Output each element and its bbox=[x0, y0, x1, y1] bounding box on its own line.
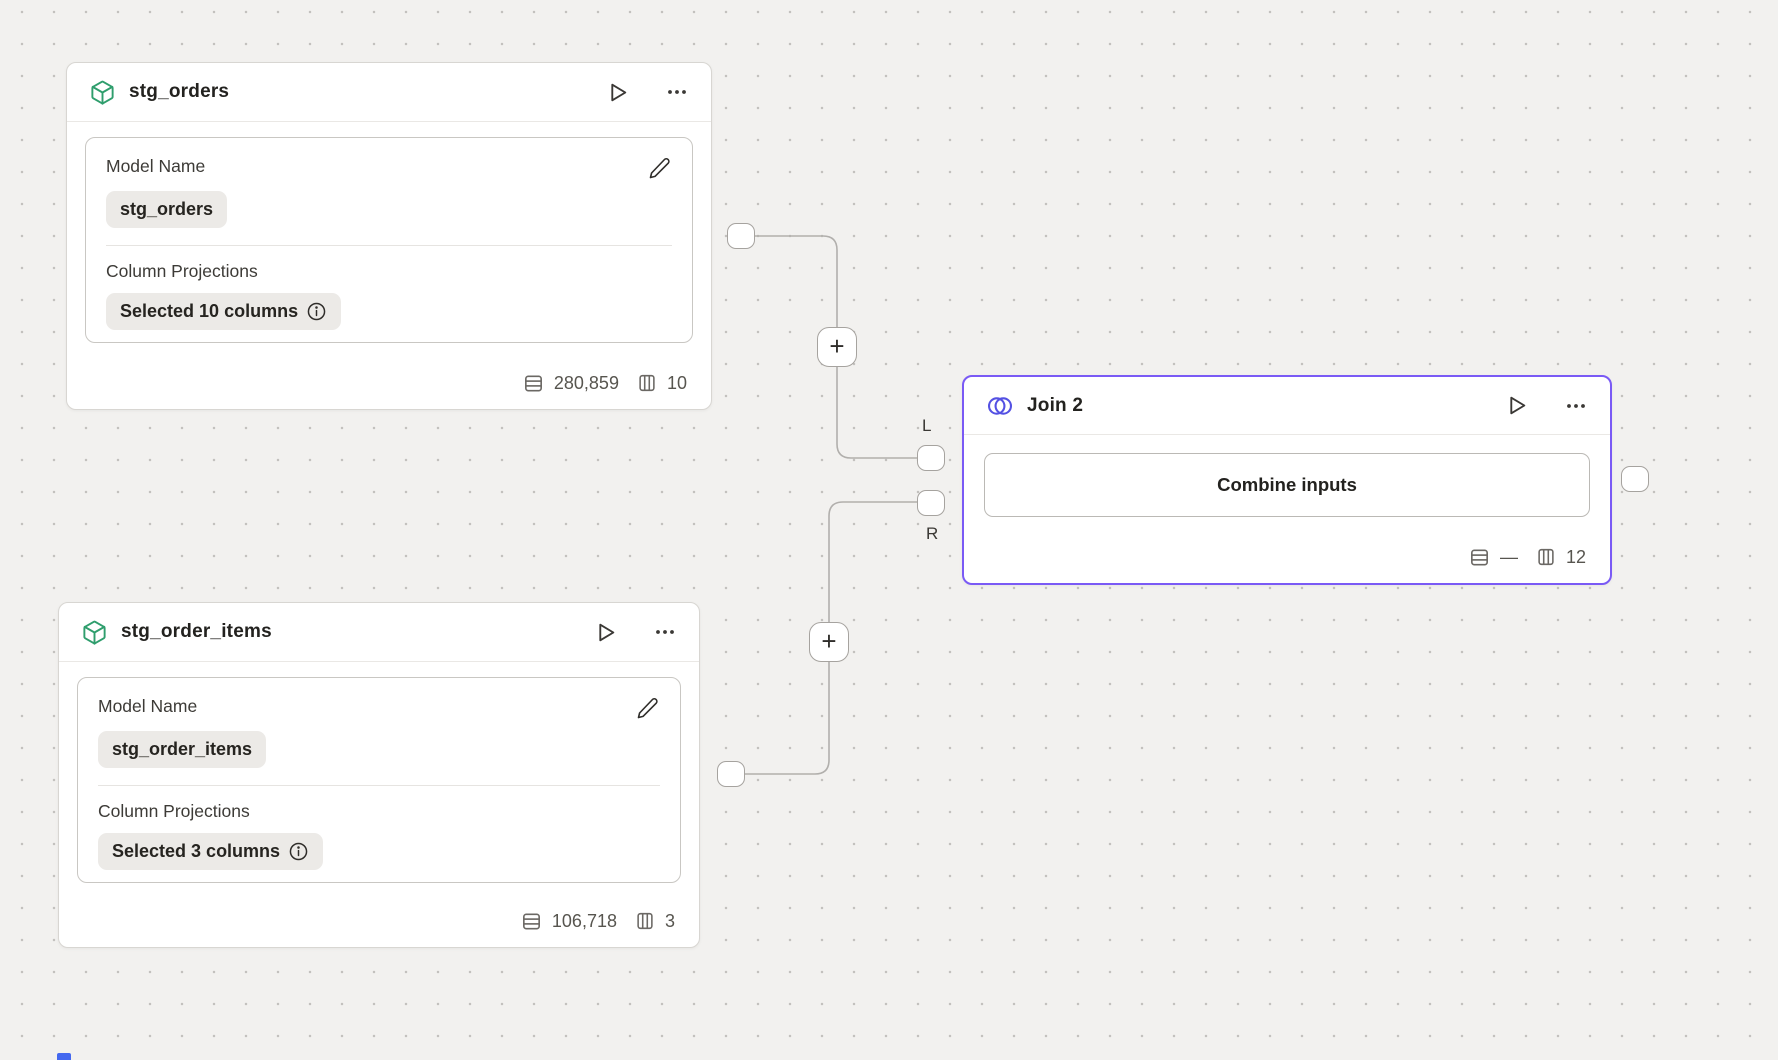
add-step-button-top-edge[interactable]: + bbox=[817, 327, 857, 367]
column-projections-pill[interactable]: Selected 3 columns bbox=[98, 833, 324, 870]
input-port-join-right[interactable] bbox=[917, 490, 945, 516]
column-count: 12 bbox=[1565, 546, 1586, 567]
node-stg-order-items-header: stg_order_items bbox=[59, 603, 699, 662]
run-node-button[interactable] bbox=[605, 80, 630, 105]
pencil-icon bbox=[637, 698, 658, 719]
row-count: 280,859 bbox=[553, 372, 619, 393]
ellipsis-icon bbox=[668, 90, 686, 94]
model-cube-icon bbox=[91, 80, 114, 105]
info-icon[interactable] bbox=[288, 841, 309, 862]
pencil-icon bbox=[649, 158, 670, 179]
node-menu-button[interactable] bbox=[653, 620, 677, 644]
row-count-icon bbox=[524, 374, 542, 392]
node-stg-orders-header: stg_orders bbox=[67, 63, 711, 122]
column-projections-label: Column Projections bbox=[106, 261, 258, 281]
node-join-header: Join 2 bbox=[964, 377, 1610, 435]
output-port-stg-order-items[interactable] bbox=[717, 761, 745, 787]
combine-inputs-label: Combine inputs bbox=[1217, 474, 1357, 495]
info-icon[interactable] bbox=[306, 301, 327, 322]
row-count-icon bbox=[1470, 548, 1488, 566]
node-stats-footer: 280,859 10 bbox=[522, 365, 687, 401]
node-join-2[interactable]: Join 2 Combine inputs — bbox=[962, 375, 1612, 585]
model-name-label: Model Name bbox=[98, 696, 198, 716]
node-config-card: Model Name stg_order_items Column Projec… bbox=[77, 677, 681, 883]
left-port-label: L bbox=[922, 416, 932, 435]
node-menu-button[interactable] bbox=[1564, 394, 1588, 418]
output-port-join[interactable] bbox=[1621, 466, 1649, 492]
column-count-icon bbox=[639, 374, 655, 392]
output-port-stg-orders[interactable] bbox=[727, 223, 755, 249]
input-port-join-left[interactable] bbox=[917, 445, 945, 471]
ellipsis-icon bbox=[1567, 403, 1585, 408]
run-node-button[interactable] bbox=[1504, 393, 1529, 418]
node-stats-footer: — 12 bbox=[1468, 539, 1586, 575]
plus-icon: + bbox=[821, 626, 837, 656]
edit-model-name-button[interactable] bbox=[648, 156, 672, 180]
run-node-button[interactable] bbox=[593, 620, 618, 645]
model-cube-icon bbox=[83, 620, 106, 645]
add-step-button-bottom-edge[interactable]: + bbox=[809, 622, 849, 662]
card-divider bbox=[106, 245, 672, 246]
node-title: Join 2 bbox=[1027, 394, 1084, 416]
row-count: 106,718 bbox=[551, 910, 617, 931]
edit-model-name-button[interactable] bbox=[636, 696, 660, 720]
column-projections-label: Column Projections bbox=[98, 801, 250, 821]
model-name-value: stg_order_items bbox=[112, 739, 253, 759]
node-stg-order-items[interactable]: stg_order_items Model Name bbox=[58, 602, 700, 948]
row-count: — bbox=[1499, 546, 1518, 567]
column-projections-value: Selected 10 columns bbox=[120, 301, 299, 321]
row-count-icon bbox=[522, 912, 540, 930]
model-name-value-pill[interactable]: stg_orders bbox=[106, 191, 228, 228]
offscreen-element-fragment bbox=[57, 1053, 71, 1060]
node-title: stg_order_items bbox=[121, 621, 272, 642]
combine-inputs-button[interactable]: Combine inputs bbox=[984, 453, 1590, 517]
node-stats-footer: 106,718 3 bbox=[520, 903, 675, 939]
model-name-value: stg_orders bbox=[120, 199, 214, 219]
join-venn-icon bbox=[987, 396, 1013, 415]
node-config-card: Model Name stg_orders Column Projections… bbox=[85, 137, 693, 343]
play-icon bbox=[611, 83, 627, 101]
column-projections-value: Selected 3 columns bbox=[112, 841, 281, 861]
node-title: stg_orders bbox=[129, 81, 230, 102]
column-count: 10 bbox=[666, 372, 687, 393]
model-name-label: Model Name bbox=[106, 156, 206, 176]
column-projections-pill[interactable]: Selected 10 columns bbox=[106, 293, 342, 330]
model-name-value-pill[interactable]: stg_order_items bbox=[98, 731, 267, 768]
column-count-icon bbox=[1538, 548, 1554, 566]
column-count-icon bbox=[637, 912, 653, 930]
plus-icon: + bbox=[829, 331, 845, 361]
right-port-label: R bbox=[926, 524, 939, 543]
node-menu-button[interactable] bbox=[665, 80, 689, 104]
play-icon bbox=[599, 623, 615, 641]
card-divider bbox=[98, 785, 660, 786]
node-stg-orders[interactable]: stg_orders Model Name bbox=[66, 62, 712, 410]
column-count: 3 bbox=[664, 910, 675, 931]
play-icon bbox=[1510, 396, 1526, 415]
ellipsis-icon bbox=[656, 630, 674, 634]
